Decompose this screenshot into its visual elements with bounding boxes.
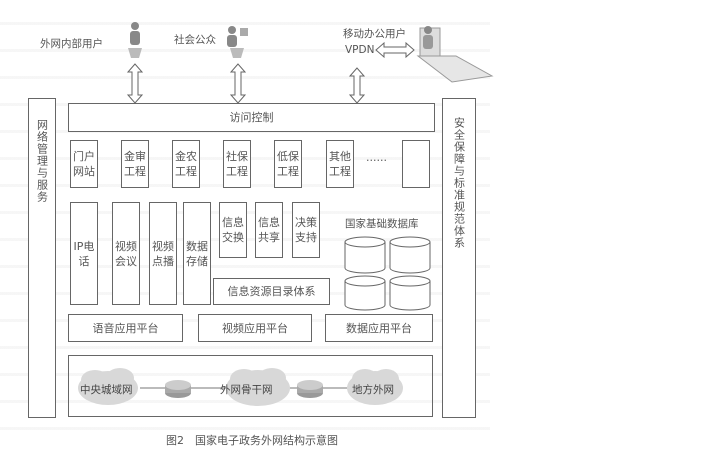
info-sharing: 信息共享 <box>255 202 283 258</box>
data-platform: 数据应用平台 <box>325 314 433 342</box>
voice-platform: 语音应用平台 <box>68 314 183 342</box>
network-layer-box <box>68 355 433 417</box>
user-figure-internal <box>128 22 142 58</box>
figure-caption: 图2 国家电子政务外网结构示意图 <box>166 434 338 447</box>
label-mobile-users: 移动办公用户 <box>343 28 406 40</box>
network-management-column: 网络管理与服务 <box>28 98 56 418</box>
ellipsis: …… <box>366 152 387 164</box>
network-management-label: 网络管理与服务 <box>35 119 49 203</box>
project-low-income: 低保工程 <box>274 140 302 188</box>
cloud-backbone <box>226 368 290 406</box>
video-platform: 视频应用平台 <box>198 314 312 342</box>
project-jinshen: 金审工程 <box>121 140 149 188</box>
project-social-security: 社保工程 <box>223 140 251 188</box>
user-figure-public <box>227 26 248 58</box>
cloud-central <box>78 368 138 405</box>
router-icon-1 <box>165 380 191 398</box>
project-jinnong: 金农工程 <box>172 140 200 188</box>
network-central: 中央城域网 <box>80 384 133 396</box>
project-other: 其他工程 <box>326 140 354 188</box>
double-arrow-mobile <box>348 67 366 104</box>
info-exchange: 信息交换 <box>219 202 247 258</box>
info-resource-catalog: 信息资源目录体系 <box>213 278 330 305</box>
double-arrow-internal <box>126 63 144 104</box>
router-icon-2 <box>297 380 323 398</box>
label-internal-users: 外网内部用户 <box>40 38 103 50</box>
double-arrow-vpdn <box>375 41 415 59</box>
network-backbone: 外网骨干网 <box>220 384 273 396</box>
service-data-storage: 数据存储 <box>183 202 211 305</box>
project-empty <box>402 140 430 188</box>
double-arrow-public <box>229 63 247 104</box>
cloud-local <box>347 369 403 405</box>
access-control-box: 访问控制 <box>68 103 435 132</box>
project-portal: 门户网站 <box>70 140 98 188</box>
security-standards-column: 安全保障与标准规范体系 <box>442 98 476 418</box>
laptop-icon <box>416 26 494 83</box>
service-video-conference: 视频会议 <box>112 202 140 305</box>
database-label: 国家基础数据库 <box>345 218 419 230</box>
service-ip-phone: IP电话 <box>70 202 98 305</box>
label-public: 社会公众 <box>174 34 216 46</box>
network-local: 地方外网 <box>352 384 394 396</box>
database-cylinders <box>344 236 431 311</box>
label-vpdn: VPDN <box>345 44 375 56</box>
decision-support: 决策支持 <box>292 202 320 258</box>
service-vod: 视频点播 <box>149 202 177 305</box>
security-standards-label: 安全保障与标准规范体系 <box>452 117 466 249</box>
